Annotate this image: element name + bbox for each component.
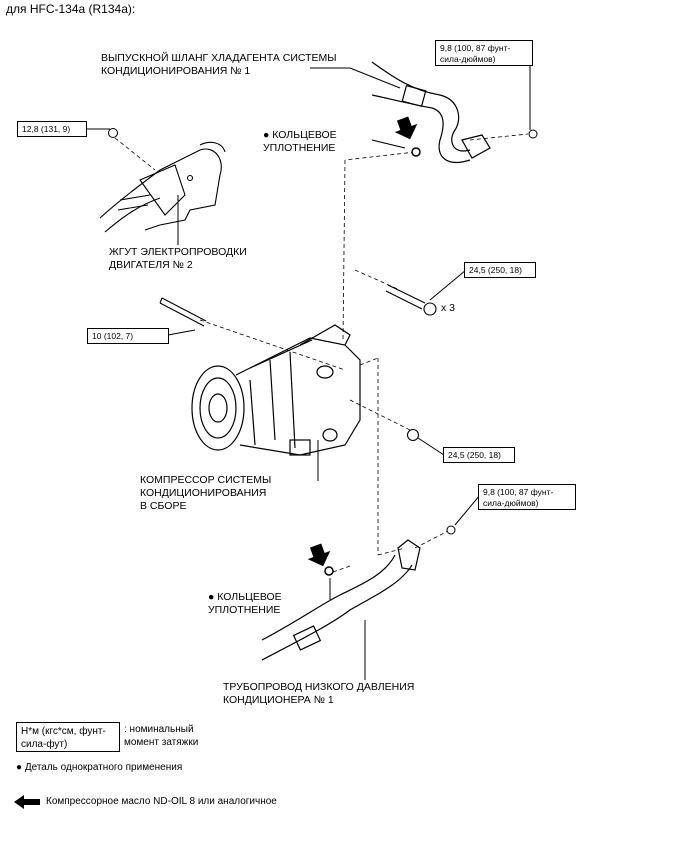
torque-spec-harness-bolt: 12,8 (131, 9) <box>17 121 87 137</box>
torque-spec-pipe-bolt: 9,8 (100, 87 фунт- сила-дюймов) <box>478 484 576 510</box>
bolt-harness <box>108 128 118 138</box>
o-ring-bottom <box>324 566 334 576</box>
legend-one-time-use: ● Деталь однократного применения <box>16 762 183 773</box>
label-engine-wire-harness: ЖГУТ ЭЛЕКТРОПРОВОДКИ ДВИГАТЕЛЯ № 2 <box>109 246 247 271</box>
oil-arrow-bottom <box>307 543 331 567</box>
label-compressor-assembly: КОМПРЕССОР СИСТЕМЫ КОНДИЦИОНИРОВАНИЯ В С… <box>140 474 272 512</box>
oil-arrow-legend <box>14 795 40 809</box>
legend-compressor-oil: Компрессорное масло ND-OIL 8 или аналоги… <box>46 796 277 807</box>
bolt-count: x 3 <box>441 302 456 314</box>
label-o-ring-top: ● КОЛЬЦЕВОЕ УПЛОТНЕНИЕ <box>263 129 337 154</box>
oil-arrow-top <box>394 116 418 140</box>
torque-spec-hose-bolt: 9,8 (100, 87 фунт- сила-дюймов) <box>435 40 533 66</box>
legend-torque-box: Н*м (кгс*см, фунт- сила-фут) <box>16 722 120 752</box>
o-ring-top <box>411 147 421 157</box>
label-o-ring-bottom: ● КОЛЬЦЕВОЕ УПЛОТНЕНИЕ <box>208 591 282 616</box>
label-discharge-hose: ВЫПУСКНОЙ ШЛАНГ ХЛАДАГЕНТА СИСТЕМЫ КОНДИ… <box>101 52 337 77</box>
torque-spec-compressor-bolt: 24,5 (250, 18) <box>464 262 536 278</box>
torque-spec-nut: 24,5 (250, 18) <box>443 447 515 463</box>
torque-spec-stud: 10 (102, 7) <box>87 328 169 344</box>
legend-torque-description: : номинальный момент затяжки <box>124 724 199 748</box>
label-suction-pipe: ТРУБОПРОВОД НИЗКОГО ДАВЛЕНИЯ КОНДИЦИОНЕР… <box>223 681 415 706</box>
page-header: для HFC-134a (R134a): <box>6 2 136 16</box>
